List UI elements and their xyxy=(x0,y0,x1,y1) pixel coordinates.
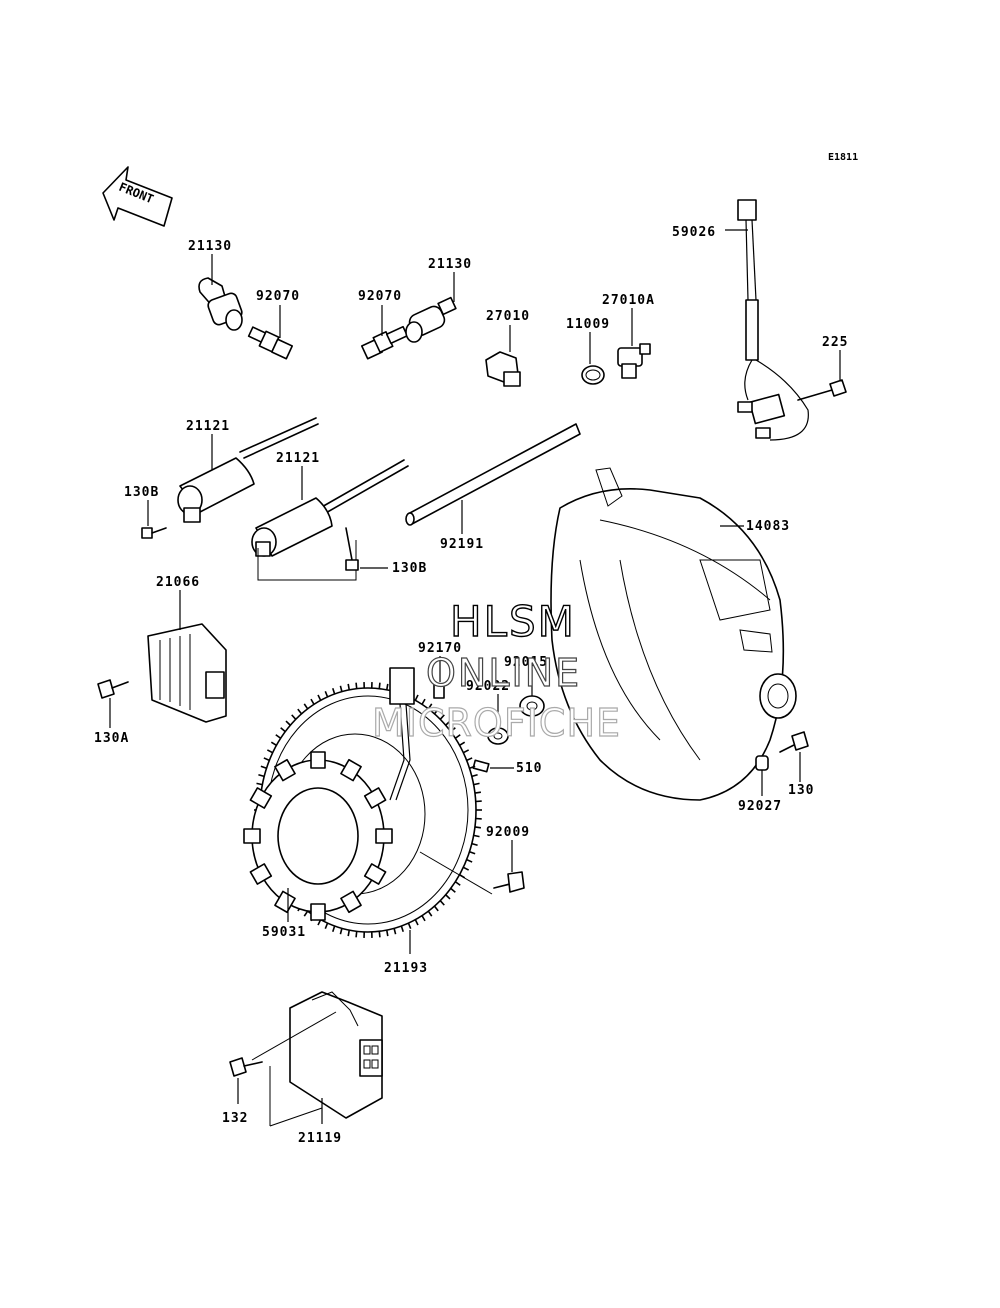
callout-59026: 59026 xyxy=(672,225,716,240)
clamp-part-92170 xyxy=(433,683,445,699)
callout-21121-left: 21121 xyxy=(186,419,230,434)
callout-225: 225 xyxy=(822,335,848,350)
watermark-line-3: MICROFICHE xyxy=(372,701,621,745)
callout-92070-left: 92070 xyxy=(256,289,300,304)
callout-130B-right: 130B xyxy=(392,561,427,576)
bolt-part-225 xyxy=(797,379,847,401)
key-part-510 xyxy=(472,759,490,773)
callout-130: 130 xyxy=(788,783,814,798)
callout-92015: 92015 xyxy=(504,655,548,670)
callout-130B-left: 130B xyxy=(124,485,159,500)
plug-part-right xyxy=(360,325,409,360)
cover-part-14083 xyxy=(550,467,797,801)
bolt-part-92009 xyxy=(493,871,525,893)
bolt-part-130 xyxy=(779,731,809,753)
front-arrow-icon: FRONT xyxy=(102,166,173,227)
bolt-part-130B-left xyxy=(141,527,167,539)
callout-21193: 21193 xyxy=(384,961,428,976)
switch-part-27010A xyxy=(617,343,651,379)
collar-part-92027 xyxy=(755,755,769,771)
callout-92009: 92009 xyxy=(486,825,530,840)
callout-92070-right: 92070 xyxy=(358,289,402,304)
callout-21121-right: 21121 xyxy=(276,451,320,466)
diagram-code: E1811 xyxy=(828,152,858,163)
callout-21130-left: 21130 xyxy=(188,239,232,254)
callout-21119: 21119 xyxy=(298,1131,342,1146)
callout-27010: 27010 xyxy=(486,309,530,324)
callout-92027: 92027 xyxy=(738,799,782,814)
callout-92191: 92191 xyxy=(440,537,484,552)
switch-part-27010 xyxy=(485,351,521,387)
gasket-part-11009 xyxy=(581,365,605,385)
plug-cap-part-left xyxy=(198,277,243,331)
callout-14083: 14083 xyxy=(746,519,790,534)
tube-part-92191 xyxy=(405,423,581,526)
callout-92022: 92022 xyxy=(466,679,510,694)
callout-21066: 21066 xyxy=(156,575,200,590)
ignition-coil-part-left xyxy=(177,417,319,523)
watermark-line-1: HLSM xyxy=(450,597,576,646)
callout-510: 510 xyxy=(516,761,542,776)
plug-part-left xyxy=(247,326,294,360)
watermark: HLSM ONLINE MICROFICHE xyxy=(371,596,621,745)
bolt-part-130A xyxy=(97,679,129,699)
watermark-line-2: ONLINE xyxy=(426,651,581,695)
bolt-part-130B-right xyxy=(345,527,359,571)
stator-part-59031 xyxy=(243,751,393,921)
callout-59031: 59031 xyxy=(262,925,306,940)
regulator-part-21066 xyxy=(147,623,227,723)
plug-cap-part-right xyxy=(405,296,457,343)
stator-lead xyxy=(389,667,415,801)
callout-21130-right: 21130 xyxy=(428,257,472,272)
callout-92170: 92170 xyxy=(418,641,462,656)
callout-27010A: 27010A xyxy=(602,293,655,308)
bolt-part-132 xyxy=(229,1057,263,1077)
igniter-part-21119 xyxy=(289,991,383,1119)
callout-11009: 11009 xyxy=(566,317,610,332)
sensor-part-59026 xyxy=(737,199,809,441)
callout-132: 132 xyxy=(222,1111,248,1126)
ignition-coil-part-right xyxy=(251,459,409,557)
callout-130A: 130A xyxy=(94,731,129,746)
